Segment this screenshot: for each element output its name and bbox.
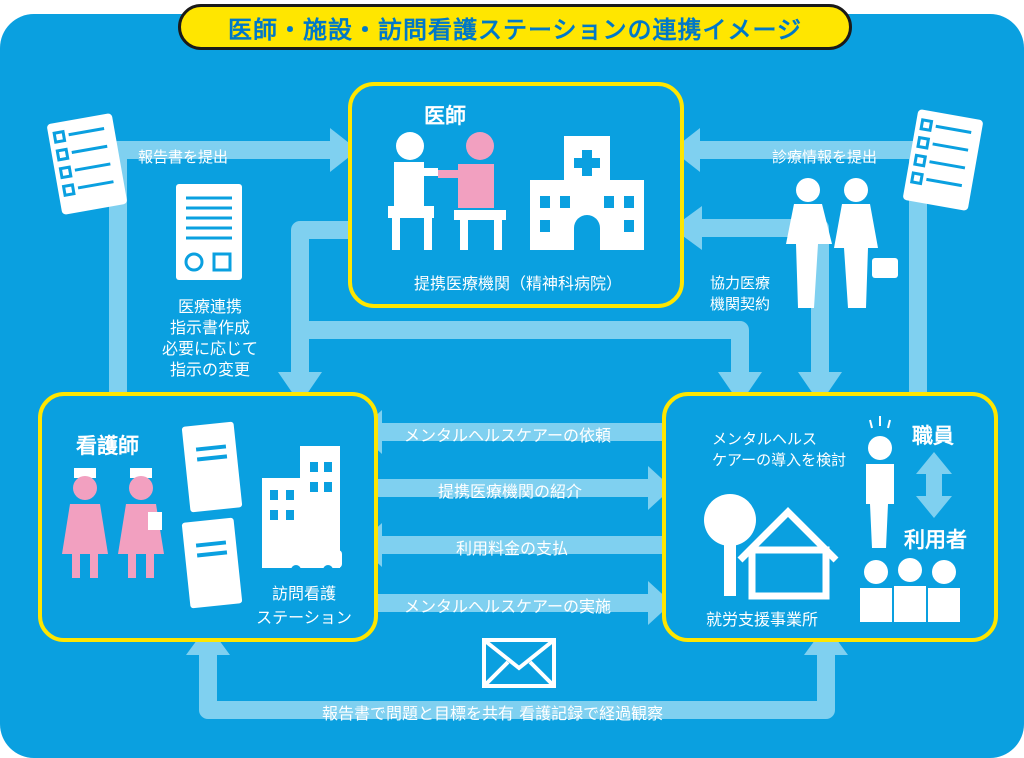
arrowhead-introduce: [648, 466, 672, 510]
facility-label: 就労支援事業所: [706, 610, 819, 629]
notebook-icon-1: [181, 421, 243, 513]
checklist-icon-right: [903, 109, 983, 211]
station-label-line2: ステーション: [256, 608, 352, 627]
report-submit-label: 報告書を提出: [138, 148, 229, 166]
car-icon: [282, 540, 342, 575]
hospital-icon: [530, 136, 644, 250]
arrowhead-doctor-facility: [718, 372, 762, 404]
facility-house-icon: [737, 507, 839, 600]
tree-icon: [704, 494, 756, 596]
title-banner: 医師・施設・訪問看護ステーションの連携イメージ: [178, 4, 852, 50]
cooperation-label-line1: 協力医療: [710, 274, 771, 292]
cooperation-label: 協力医療 機関契約: [710, 272, 770, 314]
consider-label: メンタルヘルス ケアーの導入を検討: [712, 428, 846, 470]
station-label: 訪問看護 ステーション: [252, 580, 356, 628]
request-label: メンタルヘルスケアーの依頼: [404, 426, 612, 445]
arrowhead-contract-doctor: [672, 206, 702, 250]
instruction-label: 医療連携 指示書作成 必要に応じて 指示の変更: [150, 296, 270, 380]
arrowhead-diagnosis: [672, 128, 700, 172]
document-icon: [176, 184, 242, 280]
arrowhead-report: [330, 128, 358, 172]
notebook-icon-2: [181, 517, 243, 609]
checklist-icon-left: [47, 113, 127, 215]
arrowhead-instruction: [278, 372, 322, 404]
implement-label: メンタルヘルスケアーの実施: [404, 597, 612, 616]
patient-icon: [438, 132, 506, 250]
envelope-icon: [482, 638, 556, 688]
bottom-flow-line: [199, 655, 835, 719]
staff-icon: [866, 416, 894, 548]
arrowhead-implement: [648, 581, 672, 625]
station-label-line1: 訪問看護: [271, 584, 336, 603]
users-label: 利用者: [904, 528, 967, 552]
page-title: 医師・施設・訪問看護ステーションの連携イメージ: [227, 15, 803, 44]
instruction-line-3: 必要に応じて: [161, 339, 258, 358]
nurse-icon-2: [118, 468, 164, 578]
bottom-flow-label: 報告書で問題と目標を共有 看護記録で経過観察: [322, 704, 664, 723]
doctor-facility-flow-line: [300, 321, 749, 378]
nurse-icon-1: [62, 468, 108, 578]
doctor-label: 医師: [424, 104, 466, 128]
consider-label-line1: メンタルヘルス: [712, 430, 818, 448]
users-icon: [860, 558, 960, 622]
introduce-label: 提携医療機関の紹介: [438, 482, 583, 501]
handshake-icon: [786, 178, 898, 308]
doctor-consult-icon: [388, 132, 438, 250]
hospital-label: 提携医療機関（精神科病院）: [414, 274, 623, 293]
instruction-line-1: 医療連携: [177, 297, 242, 316]
consider-label-line2: ケアーの導入を検討: [712, 451, 847, 469]
instruction-line-4: 指示の変更: [169, 360, 250, 379]
arrowhead-contract-facility: [798, 372, 842, 404]
payment-label: 利用料金の支払: [456, 539, 569, 558]
exchange-arrow-icon: [916, 452, 952, 518]
staff-label: 職員: [912, 424, 954, 448]
nurse-label: 看護師: [76, 434, 139, 458]
cooperation-label-line2: 機関契約: [710, 295, 771, 313]
diagnosis-submit-label: 診療情報を提出: [772, 148, 878, 166]
instruction-line-2: 指示書作成: [169, 318, 250, 337]
